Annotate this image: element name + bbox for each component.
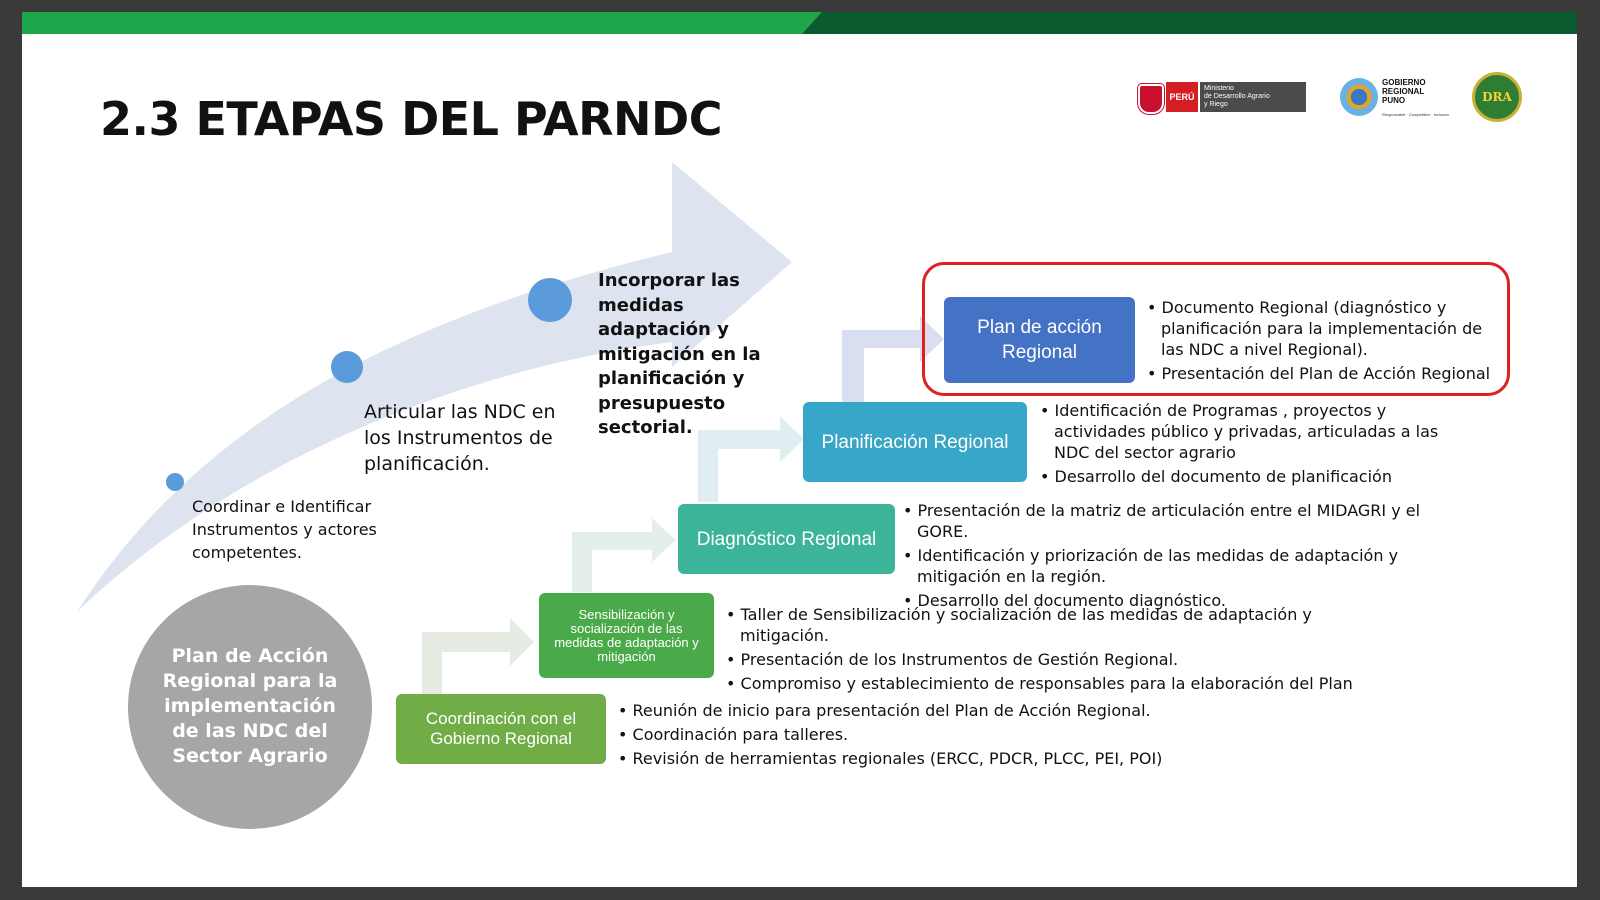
bullet-item: Identificación de Programas , proyectos … (1040, 400, 1460, 463)
top-banner-green (22, 12, 822, 34)
stage-box-sensibilizacion: Sensibilización y socialización de las m… (539, 593, 714, 678)
top-banner-dark-green (802, 12, 1577, 34)
step-arrow-4 (842, 316, 944, 402)
stage-label-planificacion: Planificación Regional (821, 431, 1009, 453)
bullet-item: Compromiso y establecimiento de responsa… (726, 673, 1386, 694)
stage-box-diagnostico: Diagnóstico Regional (678, 504, 895, 574)
stage-label-plan-accion: Plan de acción Regional (977, 317, 1102, 363)
bullet-item: Revisión de herramientas regionales (ERC… (618, 748, 1178, 769)
midagri-logo: PERÚ Ministerio de Desarrollo Agrario y … (1138, 82, 1308, 114)
stage-box-coordinacion: Coordinación con el Gobierno Regional (396, 694, 606, 764)
stage-box-planificacion: Planificación Regional (803, 402, 1027, 482)
curved-arrow-shape (77, 162, 792, 612)
stage-bullets-diagnostico: Presentación de la matriz de articulació… (903, 500, 1463, 611)
stage-bullets-sensibilizacion: Taller de Sensibilización y socializació… (726, 604, 1386, 694)
arrow-point-1-text: Coordinar e Identificar Instrumentos y a… (192, 497, 377, 562)
gore-puno-logo: GOBIERNO REGIONAL PUNO Responsable · Com… (1340, 74, 1460, 126)
dra-logo: DRA (1472, 72, 1522, 122)
stage-bullets-coordinacion: Reunión de inicio para presentación del … (618, 700, 1178, 769)
arrow-dot-1 (166, 473, 184, 491)
arrow-dot-2 (331, 351, 363, 383)
ministry-label: Ministerio de Desarrollo Agrario y Riego (1200, 82, 1306, 112)
stage-bullets-plan-accion: Documento Regional (diagnóstico y planif… (1147, 297, 1497, 384)
bullet-item: Desarrollo del documento de planificació… (1040, 466, 1460, 487)
stage-label-diagnostico: Diagnóstico Regional (696, 528, 877, 550)
bullet-item: Presentación del Plan de Acción Regional (1147, 363, 1497, 384)
step-arrow-2 (572, 518, 676, 592)
stage-box-plan-accion: Plan de acción Regional (944, 297, 1135, 383)
step-arrow-1 (422, 618, 534, 694)
gore-tagline: Responsable · Competitivo · Inclusivo (1382, 112, 1450, 117)
slide-title: 2.3 ETAPAS DEL PARNDC (100, 92, 722, 146)
arrow-point-2-text: Articular las NDC en los Instrumentos de… (364, 401, 556, 475)
stage-label-sensibilizacion: Sensibilización y socialización de las m… (554, 606, 699, 664)
bullet-item: Documento Regional (diagnóstico y planif… (1147, 297, 1497, 360)
arrow-dot-3 (528, 278, 572, 322)
bullet-item: Identificación y priorización de las med… (903, 545, 1463, 587)
stage-bullets-planificacion: Identificación de Programas , proyectos … (1040, 400, 1460, 487)
highlight-frame (922, 262, 1510, 396)
gore-label: GOBIERNO REGIONAL PUNO (1382, 78, 1426, 105)
arrow-point-3-text: Incorporar las medidas adaptación y miti… (598, 270, 761, 438)
gore-emblem-icon (1340, 78, 1378, 116)
plan-circle-shape (128, 585, 372, 829)
slide: 2.3 ETAPAS DEL PARNDC PERÚ Ministerio de… (22, 12, 1577, 887)
peru-shield-icon (1138, 84, 1164, 114)
bullet-item: Reunión de inicio para presentación del … (618, 700, 1178, 721)
top-banner (22, 12, 1577, 34)
bullet-item: Presentación de la matriz de articulació… (903, 500, 1463, 542)
bullet-item: Desarrollo del documento diagnóstico. (903, 590, 1463, 611)
stage-label-coordinacion: Coordinación con el Gobierno Regional (425, 709, 577, 748)
plan-circle-label: Plan de Acción Regional para la implemen… (162, 645, 338, 767)
dra-label: DRA (1482, 90, 1512, 104)
bullet-item: Presentación de los Instrumentos de Gest… (726, 649, 1386, 670)
step-arrow-3 (698, 416, 804, 502)
peru-label: PERÚ (1166, 82, 1198, 112)
bullet-item: Coordinación para talleres. (618, 724, 1178, 745)
diagram-graphics (77, 162, 944, 829)
